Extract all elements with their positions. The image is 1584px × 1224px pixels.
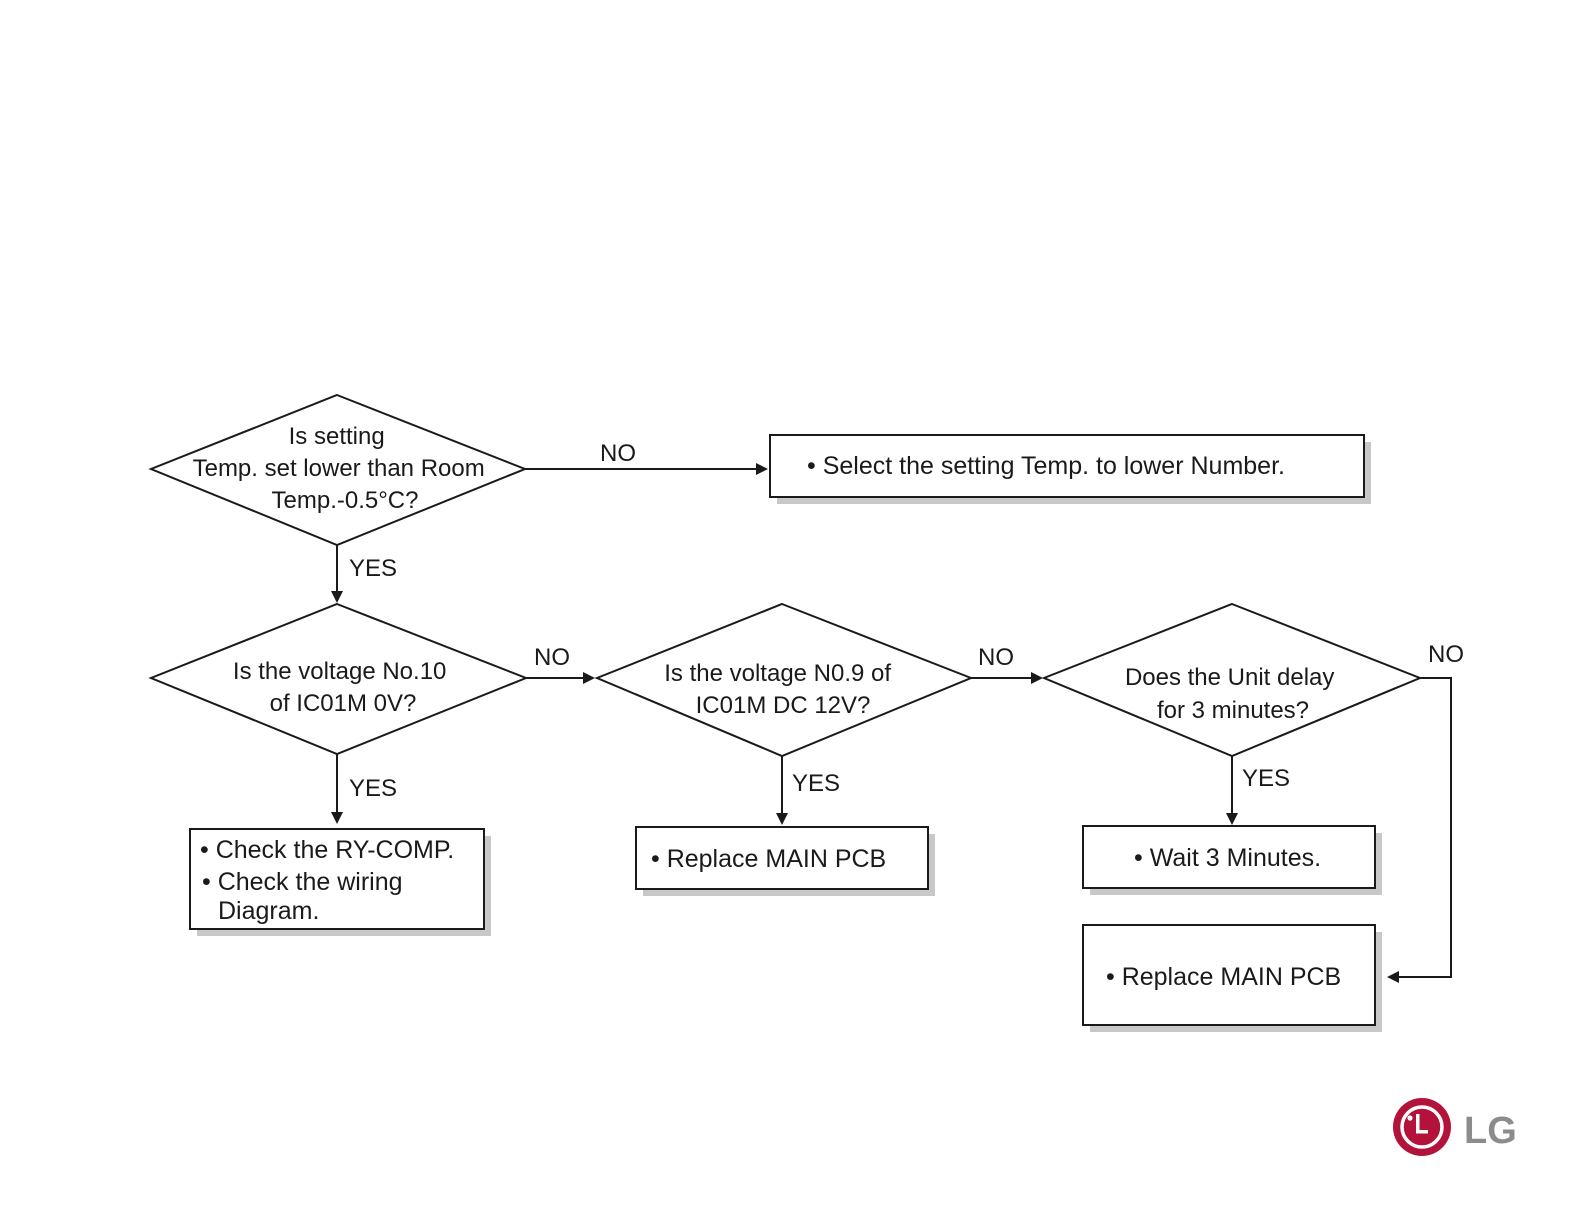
action-check-ry-comp: • Check the RY-COMP. • Check the wiring … (189, 828, 491, 936)
edge-d3-yes: YES (776, 756, 840, 825)
action-text-line: • Wait 3 Minutes. (1134, 844, 1321, 872)
action-select-temp: • Select the setting Temp. to lower Numb… (769, 434, 1371, 504)
edge-label-yes: YES (1242, 765, 1290, 792)
edge-label-yes: YES (349, 555, 397, 582)
edge-d1-no: NO (525, 440, 768, 475)
lg-logo-text: LG (1464, 1110, 1517, 1152)
decision-text-line: Is the voltage No.10 (233, 658, 446, 685)
decision-temp-setting: Is setting Temp. set lower than Room Tem… (148, 393, 528, 547)
edge-label-no: NO (1428, 641, 1464, 668)
edge-label-no: NO (534, 644, 570, 671)
action-text-line: • Replace MAIN PCB (1106, 963, 1341, 991)
edge-d2-yes: YES (331, 754, 397, 824)
edge-d2-no: NO (526, 644, 595, 684)
lg-logo: LG (1393, 1098, 1517, 1156)
action-text-line: Diagram. (218, 897, 319, 925)
edge-d3-no: NO (971, 644, 1043, 684)
decision-voltage-no10: Is the voltage No.10 of IC01M 0V? (148, 602, 529, 756)
decision-text-line: of IC01M 0V? (270, 690, 417, 717)
action-text-line: • Select the setting Temp. to lower Numb… (807, 452, 1285, 480)
svg-text:Is the voltage No.10 of: Is the voltage No.10 of IC01M 0V? (233, 658, 453, 717)
edge-label-yes: YES (792, 770, 840, 797)
edge-label-no: NO (978, 644, 1014, 671)
svg-text:Is the voltage N0.9 of I: Is the voltage N0.9 of IC01M DC 12V? (664, 660, 897, 719)
action-wait-3-minutes: • Wait 3 Minutes. (1082, 825, 1382, 895)
decision-text-line: Temp. set lower than Room (193, 455, 485, 482)
action-replace-main-pcb: • Replace MAIN PCB (635, 826, 935, 896)
edge-label-yes: YES (349, 775, 397, 802)
edge-label-no: NO (600, 440, 636, 467)
edge-d4-no: NO (1387, 641, 1464, 983)
svg-text:Does the Unit delay for: Does the Unit delay for 3 minutes? (1125, 664, 1341, 724)
edge-d1-yes: YES (331, 545, 397, 603)
decision-text-line: Does the Unit delay (1125, 664, 1334, 691)
decision-unit-delay: Does the Unit delay for 3 minutes? (1041, 602, 1423, 758)
svg-text:• Check the RY-COMP. • C: • Check the RY-COMP. • Check the wiring … (200, 836, 461, 925)
decision-text-line: Temp.-0.5°C? (272, 487, 419, 514)
decision-text-line: for 3 minutes? (1157, 697, 1309, 724)
edge-d4-yes: YES (1226, 756, 1290, 825)
decision-voltage-n09: Is the voltage N0.9 of IC01M DC 12V? (594, 602, 974, 758)
action-text-line: • Check the RY-COMP. (200, 836, 454, 864)
decision-text-line: Is setting (289, 423, 385, 450)
action-replace-main-pcb-2: • Replace MAIN PCB (1082, 924, 1382, 1032)
decision-text-line: IC01M DC 12V? (696, 692, 871, 719)
action-text-line: • Replace MAIN PCB (651, 845, 886, 873)
lg-logo-icon (1393, 1098, 1451, 1156)
svg-text:Is setting Temp. set low: Is setting Temp. set lower than Room Tem… (193, 423, 492, 514)
action-text-line: • Check the wiring (202, 868, 403, 896)
decision-text-line: Is the voltage N0.9 of (664, 660, 891, 687)
